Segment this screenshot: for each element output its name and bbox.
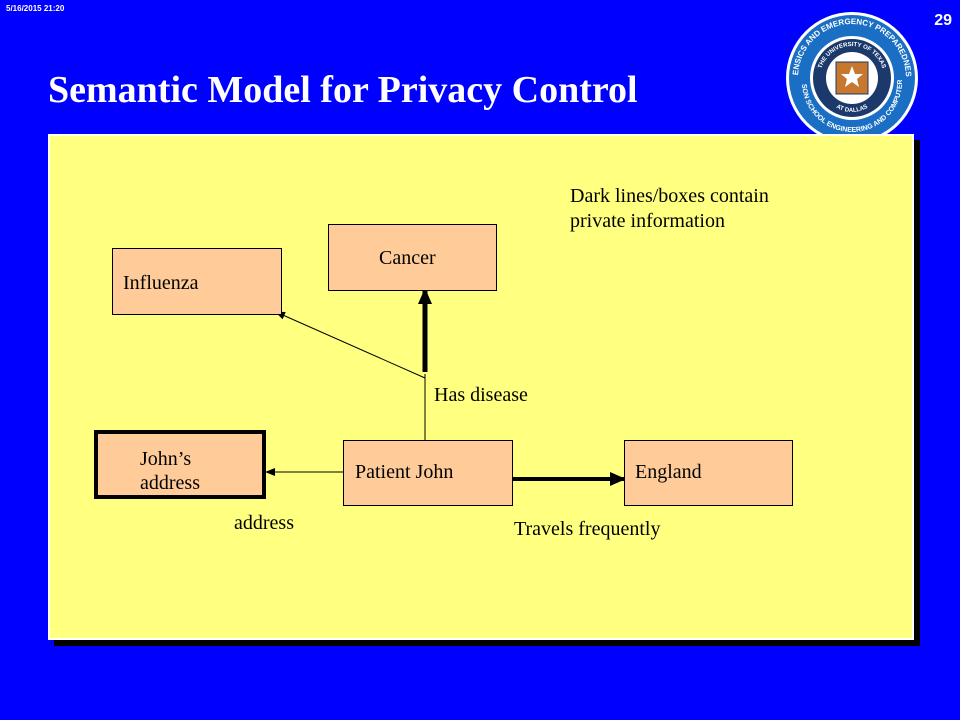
slide-number: 29	[934, 12, 952, 29]
seal-inner-bottom-text: AT DALLAS	[835, 104, 869, 114]
node-patient-john: Patient John	[343, 440, 513, 506]
edge-label-travels-frequently: Travels frequently	[514, 518, 661, 540]
node-cancer: Cancer	[328, 224, 497, 291]
node-cancer-label: Cancer	[379, 247, 436, 269]
edge-label-address: address	[234, 512, 294, 534]
node-johns-address-label: John’s address	[140, 448, 200, 494]
node-johns-address: John’s address	[94, 430, 266, 499]
node-influenza-label: Influenza	[123, 272, 199, 294]
node-influenza: Influenza	[112, 248, 282, 315]
slide-title: Semantic Model for Privacy Control	[48, 69, 638, 111]
date-stamp: 5/16/2015 21:20	[6, 4, 65, 13]
node-patient-john-label: Patient John	[355, 461, 454, 483]
edge-label-has-disease: Has disease	[434, 384, 528, 406]
node-england-label: England	[635, 461, 702, 483]
node-england: England	[624, 440, 793, 506]
diagram-panel	[48, 134, 914, 640]
university-seal-icon: DIGITAL FORENSICS AND EMERGENCY PREPARED…	[784, 10, 918, 144]
edge-has-disease-influenza	[275, 311, 426, 379]
private-info-note: Dark lines/boxes contain private informa…	[570, 185, 769, 232]
